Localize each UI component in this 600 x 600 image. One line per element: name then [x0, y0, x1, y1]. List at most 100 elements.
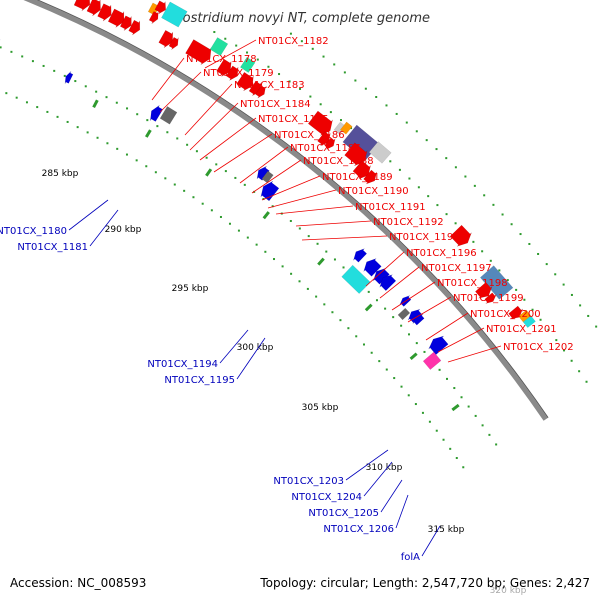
gene-labels: NT01CX_1182NT01CX_1178NT01CX_1179NT01CX_…	[0, 36, 574, 563]
tick-dot	[154, 171, 157, 174]
leader-line	[395, 494, 409, 529]
scale-tick-mark	[409, 352, 418, 360]
gene-feature	[522, 315, 536, 329]
gene-label: NT01CX_1205	[308, 508, 379, 519]
gene-feature	[185, 39, 212, 65]
gene-label: NT01CX_1193	[389, 232, 460, 243]
tick-dot	[166, 131, 169, 134]
gene-feature	[260, 180, 280, 202]
tick-dot	[554, 273, 557, 276]
tick-dot	[264, 250, 267, 253]
gene-feature	[168, 36, 179, 50]
tick-dot	[563, 349, 566, 352]
leader-line	[267, 189, 337, 209]
tick-dot	[343, 71, 346, 74]
tick-dot	[473, 184, 476, 187]
tick-dot	[333, 258, 336, 261]
tick-dot	[385, 368, 388, 371]
leader-line	[68, 199, 109, 231]
tick-dot	[289, 32, 292, 35]
leader-line	[159, 71, 202, 113]
tick-dot	[53, 69, 56, 72]
scale-tick-label: 295 kbp	[172, 284, 209, 294]
tick-dot	[460, 396, 463, 399]
tick-dot	[325, 250, 328, 253]
tick-dot	[105, 96, 108, 99]
tick-dot	[570, 359, 573, 362]
leader-line	[213, 133, 273, 173]
tick-dot	[288, 80, 291, 83]
tick-dot	[309, 95, 312, 98]
leader-line	[204, 39, 257, 69]
tick-dot	[389, 160, 392, 163]
tick-dot	[378, 360, 381, 363]
tick-dot	[333, 63, 336, 66]
tick-dot	[156, 125, 159, 128]
gene-feature	[324, 137, 336, 150]
gene-feature	[353, 248, 368, 263]
tick-dot	[311, 47, 314, 50]
gene-label: NT01CX_1195	[164, 375, 235, 386]
tick-dot	[307, 235, 310, 238]
scale-tick-label: 305 kbp	[302, 403, 339, 413]
tick-dot	[271, 205, 274, 208]
gene-feature	[412, 314, 425, 326]
genome-backbone-shadow	[36, 0, 549, 418]
tick-dot	[423, 350, 426, 353]
tick-dot	[483, 194, 486, 197]
gene-feature	[107, 8, 125, 28]
tick-dot	[355, 335, 358, 338]
gene-feature	[154, 0, 167, 15]
tick-dot	[400, 324, 403, 327]
tick-dot	[510, 223, 513, 226]
tick-dot	[407, 394, 410, 397]
tick-dot	[462, 466, 465, 469]
tick-dot	[299, 87, 302, 90]
gene-feature	[128, 19, 141, 36]
tick-dot	[492, 203, 495, 206]
scale-tick-mark	[451, 403, 460, 412]
gene-label: NT01CX_1203	[273, 476, 344, 487]
leader-line	[365, 251, 405, 287]
scale-tick-label: 310 kbp	[366, 463, 403, 473]
gene-feature	[518, 309, 532, 323]
tick-dot	[246, 236, 249, 239]
gene-feature	[255, 85, 266, 99]
tick-dot	[256, 58, 259, 61]
gene-label: NT01CX_1188	[303, 156, 374, 167]
tick-dot	[454, 166, 457, 169]
leader-line	[199, 117, 257, 161]
tick-dot	[587, 314, 590, 317]
gene-feature	[422, 351, 442, 370]
gene-feature	[352, 160, 371, 180]
tick-dot	[306, 287, 309, 290]
gene-feature	[64, 71, 74, 84]
tick-dot	[323, 303, 326, 306]
tick-dot	[319, 103, 322, 106]
tick-dot	[398, 168, 401, 171]
tick-dot	[224, 170, 227, 173]
gene-label: NT01CX_1182	[258, 36, 329, 47]
tick-dot	[46, 110, 49, 113]
gene-features	[0, 0, 536, 370]
tick-dot	[36, 106, 39, 109]
gene-feature	[484, 292, 497, 304]
leader-line	[421, 525, 441, 557]
gene-label: NT01CX_1204	[291, 492, 362, 503]
tick-dot	[136, 113, 139, 116]
tick-dot	[125, 153, 128, 156]
tick-dot	[228, 222, 231, 225]
gene-label: NT01CX_1191	[355, 202, 426, 213]
tick-dot	[400, 385, 403, 388]
genome-title: Clostridium novyi NT, complete genome	[170, 11, 430, 26]
tick-dot	[506, 279, 509, 282]
gene-feature	[159, 106, 178, 125]
tick-dot	[375, 96, 378, 99]
gene-feature	[209, 37, 229, 57]
tick-dot	[243, 183, 246, 186]
tick-dot	[95, 90, 98, 93]
tick-dot	[595, 325, 598, 328]
tick-dot	[186, 143, 189, 146]
gene-label: NT01CX_1198	[437, 278, 508, 289]
